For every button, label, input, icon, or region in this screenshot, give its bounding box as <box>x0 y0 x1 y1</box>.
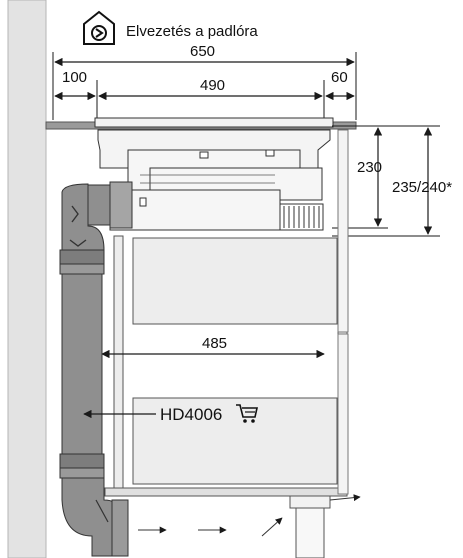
cabinet-foot-stem <box>295 507 325 558</box>
airflow-arrow-3 <box>261 517 283 537</box>
dimension-cabinet-width-label: 485 <box>202 335 227 352</box>
drawer-upper <box>132 237 338 325</box>
dimension-hob-width-label: 490 <box>200 77 225 94</box>
wall <box>7 0 47 558</box>
dimension-hob-height-alt-label: 235/240* <box>392 179 452 196</box>
cabinet-plinth <box>104 487 348 497</box>
dimension-left-gap-label: 100 <box>62 69 87 86</box>
dimension-right-gap-label: 60 <box>331 69 348 86</box>
page-title: Elvezetés a padlóra <box>126 23 258 40</box>
cabinet-side-left <box>113 235 124 495</box>
accessory-code: HD4006 <box>160 405 222 424</box>
dimension-total-label: 650 <box>190 43 215 60</box>
front-panel-right <box>337 129 349 333</box>
shopping-cart-icon <box>236 404 258 423</box>
cabinet-foot <box>289 495 331 509</box>
exhaust-duct <box>59 181 133 557</box>
hob-unit <box>94 117 334 231</box>
circulation-mode-icon <box>83 10 115 45</box>
drawer-lower <box>132 397 338 485</box>
dimension-hob-height-label: 230 <box>357 159 382 176</box>
front-panel-right-lower <box>337 333 349 495</box>
airflow-arrow-4 <box>329 494 361 502</box>
